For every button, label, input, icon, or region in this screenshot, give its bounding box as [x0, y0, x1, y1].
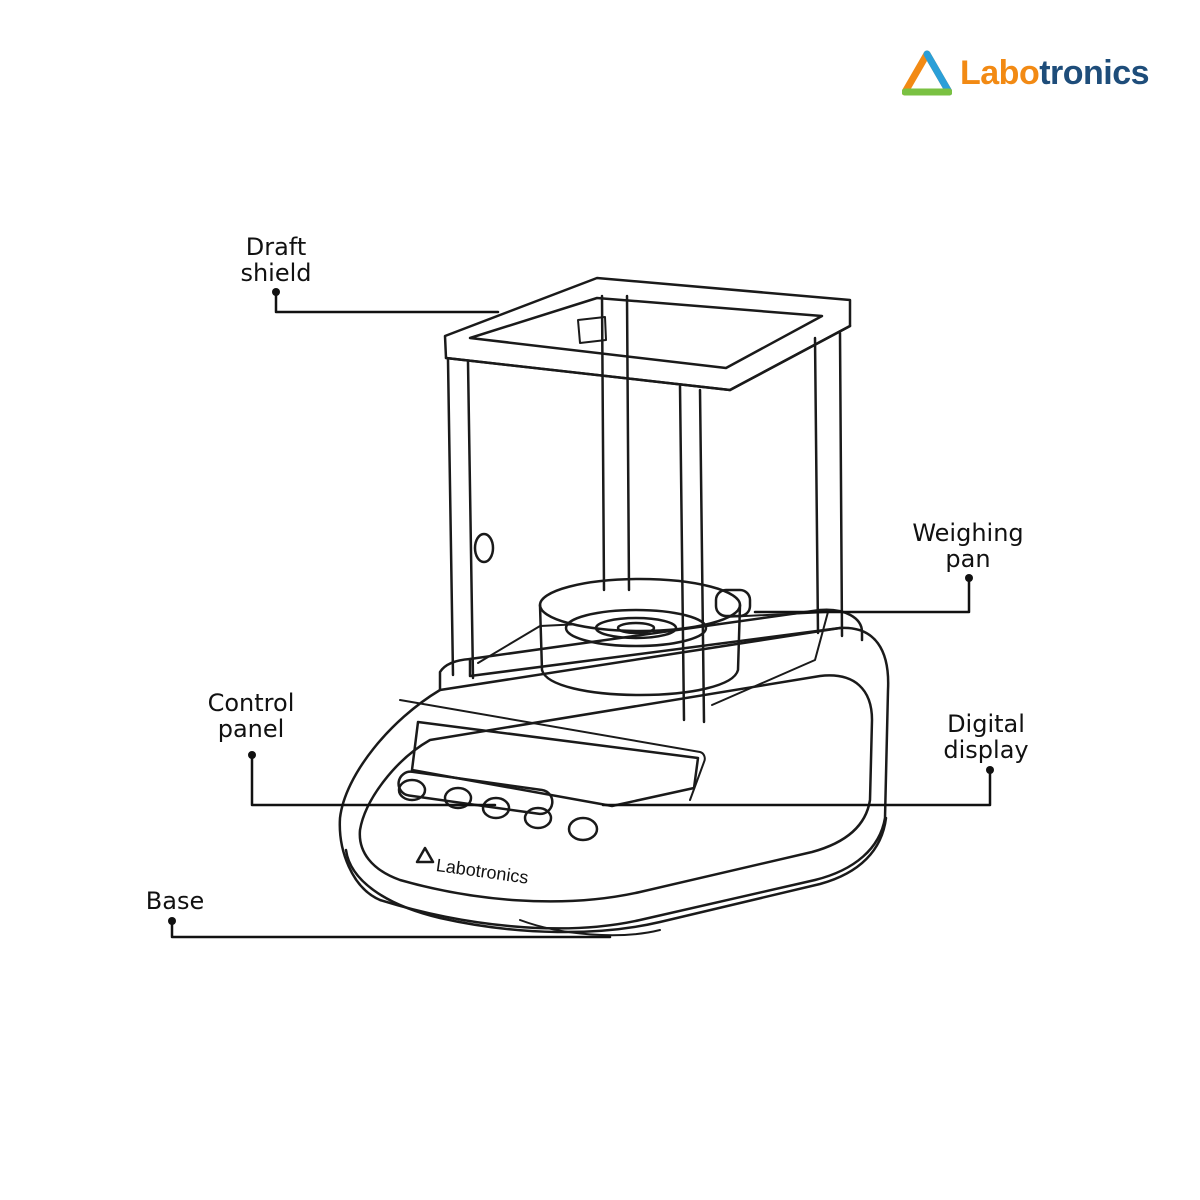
label-control-panel: Control panel — [195, 690, 307, 742]
weighing-pan — [538, 577, 752, 697]
label-digital-display-line2: display — [943, 736, 1029, 764]
button-3 — [481, 796, 511, 820]
brand-logo-text: Labotronics — [960, 53, 1150, 92]
button-4 — [523, 806, 553, 830]
device-logo-icon — [415, 846, 435, 864]
digital-display-leader — [601, 768, 992, 807]
leader-lines — [168, 288, 994, 939]
balance-base — [338, 608, 890, 937]
label-control-panel-line1: Control — [207, 689, 295, 717]
label-draft-shield-line1: Draft — [245, 233, 307, 261]
label-base-line1: Base — [145, 887, 205, 915]
device-brand-mark — [415, 846, 435, 864]
weighing-pan-leader — [753, 576, 971, 614]
base-leader — [170, 919, 612, 939]
label-control-panel-line2: panel — [217, 715, 285, 743]
triangle-logo-icon — [902, 50, 952, 96]
draft-shield — [443, 276, 852, 724]
label-digital-display: Digital display — [930, 711, 1042, 763]
label-digital-display-line1: Digital — [947, 710, 1025, 738]
label-base: Base — [135, 888, 215, 914]
label-weighing-pan: Weighing pan — [897, 520, 1039, 572]
control-panel-leader — [250, 753, 497, 807]
label-weighing-pan-line1: Weighing — [912, 519, 1024, 547]
button-1 — [397, 778, 427, 802]
draft-shield-leader — [274, 290, 500, 314]
button-2 — [443, 786, 473, 810]
control-panel — [397, 770, 599, 842]
button-5 — [567, 816, 599, 842]
label-draft-shield-line2: shield — [240, 259, 312, 287]
label-draft-shield: Draft shield — [230, 234, 322, 286]
label-weighing-pan-line2: pan — [945, 545, 991, 573]
brand-logo: Labotronics — [902, 48, 1150, 98]
digital-display — [399, 699, 706, 808]
